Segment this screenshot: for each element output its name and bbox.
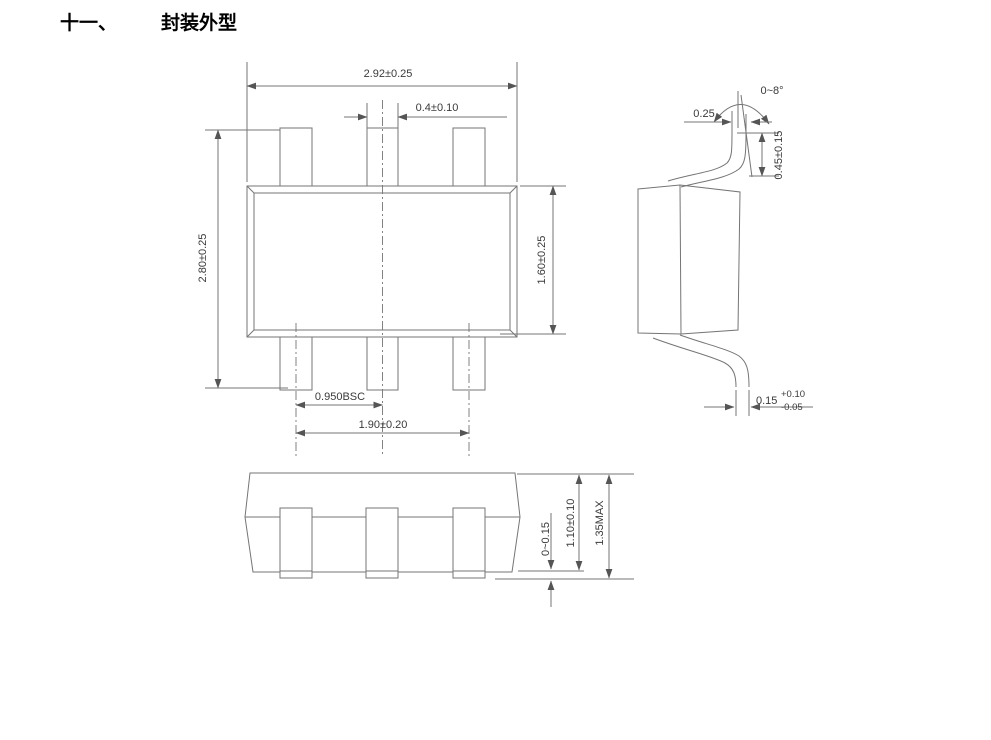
body-outer: [247, 186, 517, 337]
dim-lead-span: 1.90±0.20: [295, 419, 470, 437]
dim-overall-height-label: 1.35MAX: [594, 500, 606, 546]
lead-top-1: [280, 128, 312, 186]
dim-body-width: 2.92±0.25: [246, 62, 518, 182]
page-title: 十一、 封装外型: [60, 8, 237, 35]
dim-foot-length: 0.25: [684, 108, 772, 126]
dim-foot-length-label: 0.25: [693, 108, 714, 120]
dim-body-length: 1.60±0.25: [500, 185, 566, 335]
dim-lead-angle-label: 0~8°: [760, 85, 783, 97]
top-view: 2.92±0.25 0.4±0.10 2.80±0.25: [197, 62, 566, 458]
front-leads: [280, 508, 485, 578]
dim-lead-angle: 0~8°: [714, 85, 784, 125]
dim-overall-height: 1.35MAX: [594, 474, 613, 579]
dim-overall-length-label: 2.80±0.25: [197, 234, 209, 283]
side-body: [638, 185, 740, 334]
bottom-lead-outer: [680, 335, 749, 387]
dim-lead-thickness-lower-tol: -0.05: [781, 402, 803, 413]
dim-lead-width-label: 0.4±0.10: [416, 102, 459, 114]
dim-overall-length: 2.80±0.25: [197, 129, 288, 389]
dim-lead-width: 0.4±0.10: [344, 102, 507, 128]
dim-standoff-label: 0~0.15: [540, 522, 552, 556]
lead-angle-face: [741, 95, 752, 177]
front-view: 0~0.15 1.10±0.10 1.35MAX: [245, 473, 634, 607]
dim-lead-pitch: 0.950BSC: [295, 391, 383, 409]
dim-body-thickness-label: 1.10±0.10: [565, 499, 577, 548]
body-inner: [254, 193, 510, 330]
dim-lead-span-label: 1.90±0.20: [359, 419, 408, 431]
dim-foot-height: 0.45±0.15: [737, 131, 785, 180]
dim-body-length-label: 1.60±0.25: [536, 236, 548, 285]
dim-foot-height-label: 0.45±0.15: [773, 131, 785, 180]
dim-lead-pitch-label: 0.950BSC: [315, 391, 365, 403]
dim-standoff: 0~0.15: [540, 513, 555, 607]
section-title: 封装外型: [161, 12, 238, 34]
dim-lead-thickness: 0.15 +0.10 -0.05: [704, 389, 813, 413]
lead-top-3: [453, 128, 485, 186]
dim-body-thickness: 1.10±0.10: [565, 474, 583, 571]
centerlines: [296, 100, 469, 458]
top-lead-outer: [668, 111, 732, 181]
dim-lead-thickness-upper-tol: +0.10: [781, 389, 805, 400]
section-number: 十一、: [60, 12, 118, 34]
dim-lead-thickness-label: 0.15: [756, 395, 777, 407]
dim-body-width-label: 2.92±0.25: [364, 68, 413, 80]
bottom-lead-inner: [653, 338, 736, 387]
top-lead-inner: [681, 114, 746, 187]
side-view: 0~8° 0.25 0.45±0.15: [638, 85, 813, 416]
